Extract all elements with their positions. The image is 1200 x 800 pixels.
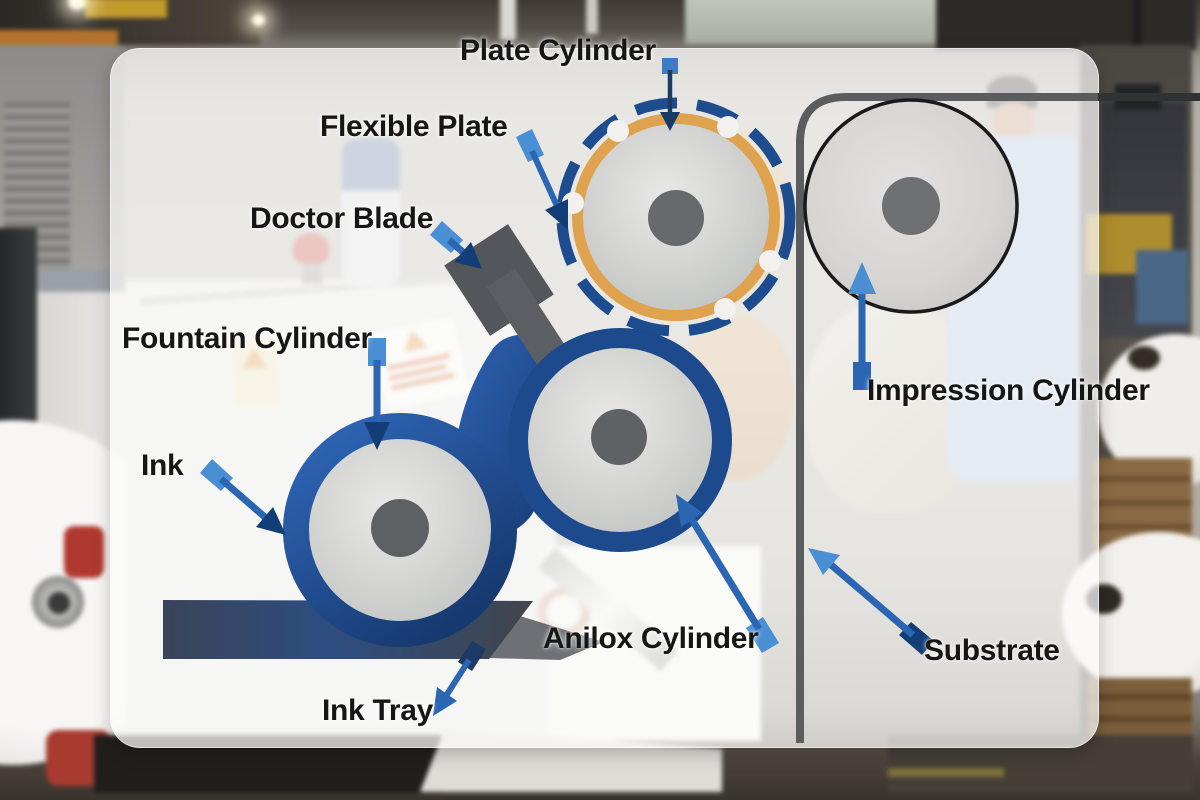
press-machine-top <box>1115 84 1161 110</box>
ceiling-right <box>936 0 1196 50</box>
blue-bin <box>1136 250 1188 324</box>
label-plate-cylinder: Plate Cylinder <box>460 34 656 67</box>
ceiling-yellow-beam <box>85 0 167 18</box>
roll-hub-core <box>48 592 70 614</box>
label-anilox-cylinder: Anilox Cylinder <box>543 622 759 655</box>
floor-marking <box>888 768 1004 777</box>
ceiling-lamp <box>68 0 86 10</box>
ceiling-pipe <box>586 0 598 34</box>
label-ink-tray: Ink Tray <box>322 694 433 727</box>
ceiling-pipe <box>500 0 516 40</box>
label-substrate: Substrate <box>924 634 1060 667</box>
label-impression-cylinder: Impression Cylinder <box>867 374 1150 407</box>
label-fountain-cylinder: Fountain Cylinder <box>122 322 372 355</box>
machine-tower <box>685 0 943 44</box>
label-flexible-plate: Flexible Plate <box>320 110 508 143</box>
ceiling-lamp <box>252 14 265 26</box>
label-ink: Ink <box>141 449 184 482</box>
label-doctor-blade: Doctor Blade <box>250 202 434 235</box>
ceiling-pole <box>1132 0 1142 54</box>
film-roll-core <box>1128 346 1160 370</box>
red-machine-part <box>64 526 104 578</box>
